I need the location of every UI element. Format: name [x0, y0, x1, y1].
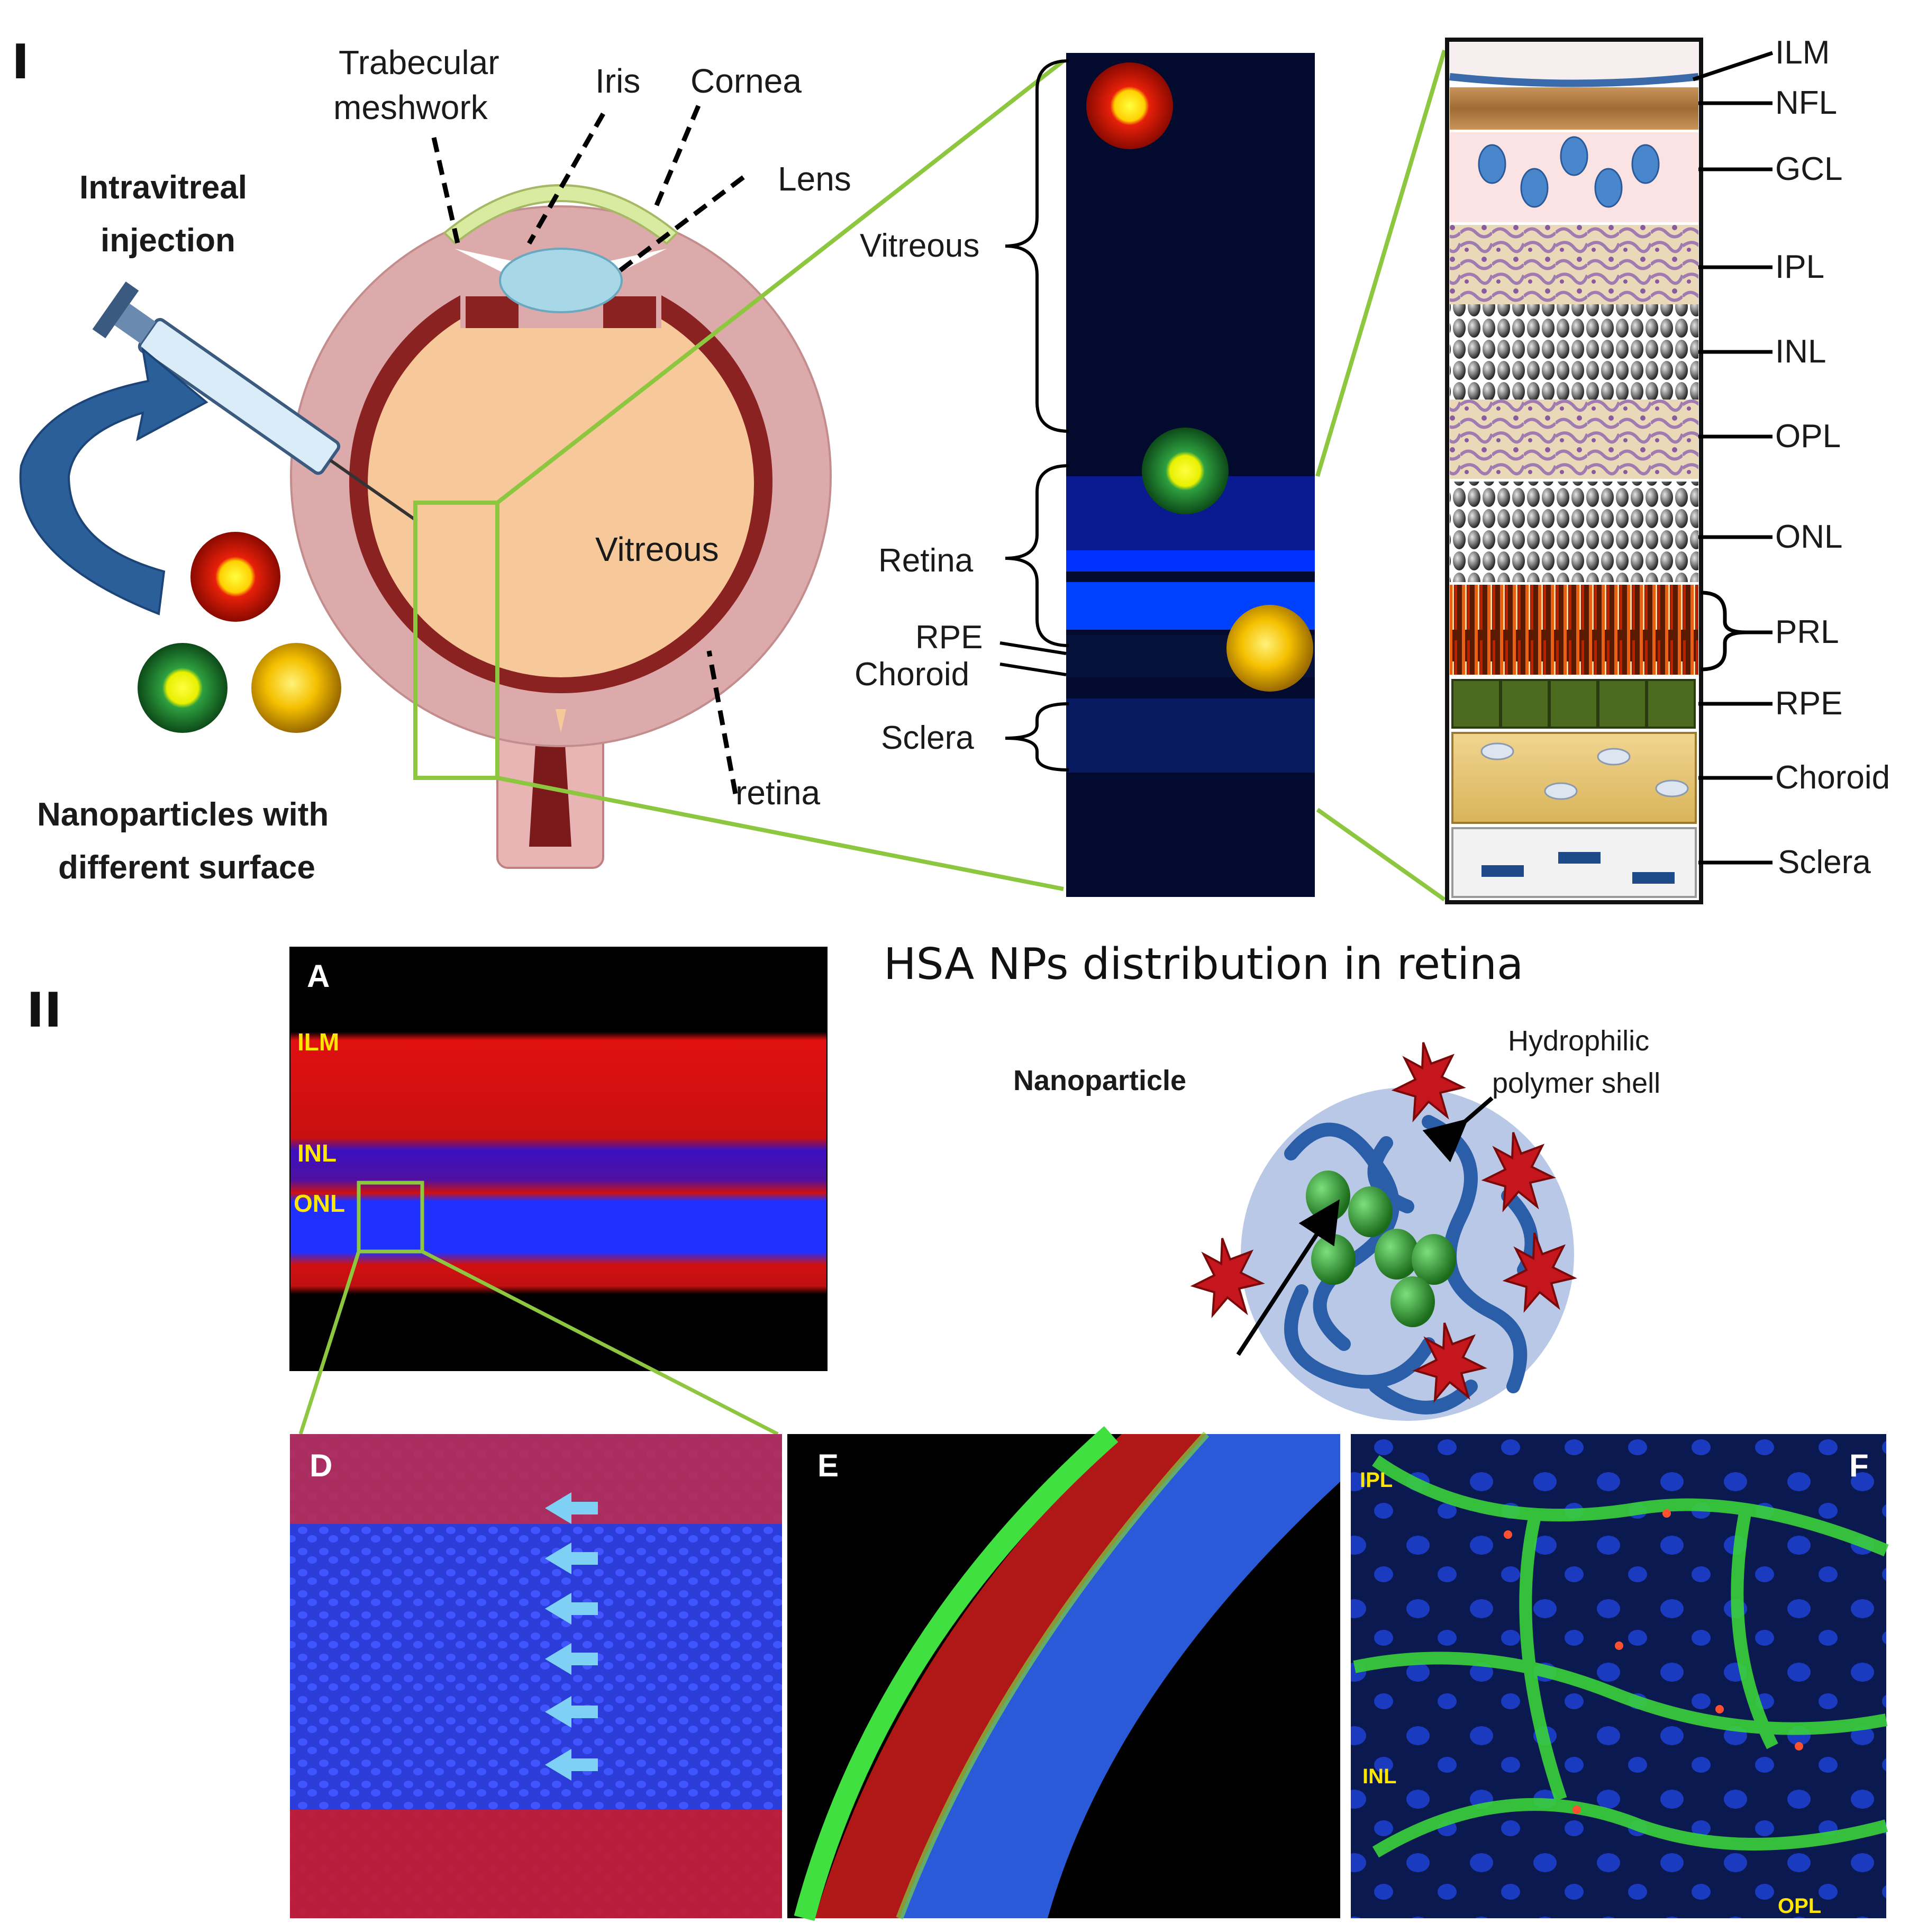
layer-label: GCL [1775, 151, 1842, 187]
syringe-icon [92, 281, 418, 522]
cornea-shape [443, 184, 679, 245]
micrograph-a-inl: INL [297, 1139, 337, 1167]
micrograph-a-letter: A [307, 958, 330, 994]
arrow-markers [545, 1492, 598, 1781]
micrograph-d-letter: D [310, 1448, 332, 1483]
vitreous-body [368, 291, 754, 677]
micrograph-zoom-lines [298, 1249, 779, 1436]
zoom-box [413, 501, 499, 780]
eye-callouts [431, 105, 745, 794]
micrograph-a [289, 947, 828, 1371]
micrograph-a-onl: ONL [294, 1190, 345, 1217]
section-rpe-label: RPE [915, 619, 983, 656]
layer-label: IPL [1775, 249, 1824, 285]
part2-title: HSA NPs distribution in retina [884, 939, 1523, 990]
zoom-lines [496, 49, 1447, 902]
layer-ticks [1692, 51, 1774, 865]
iris-label: Iris [595, 62, 640, 100]
layer-label: RPE [1775, 685, 1842, 722]
nanoparticle-schematic [1190, 1042, 1577, 1421]
section-choroid-label: Choroid [855, 656, 969, 693]
layer-label: NFL [1775, 85, 1837, 121]
vitreous-eye-label: Vitreous [595, 530, 719, 568]
layer-label: ILM [1775, 34, 1830, 71]
micrograph-e-letter: E [817, 1448, 839, 1483]
panel-label-ii: II [26, 983, 62, 1038]
micrograph-a-zoom-box [357, 1181, 424, 1254]
layer-label: Sclera [1778, 844, 1871, 881]
section-yellow-np-icon [1226, 605, 1313, 692]
lens-label: Lens [778, 160, 851, 198]
section-sclera-label: Sclera [881, 720, 974, 756]
layer-label: Choroid [1775, 759, 1890, 796]
section-green-np-icon [1142, 428, 1229, 514]
nanoparticle-label: Nanoparticle [1013, 1065, 1186, 1096]
section-vitreous-label: Vitreous [860, 228, 979, 264]
retina-section-image [1066, 53, 1315, 897]
curved-arrow-icon [19, 347, 208, 615]
section-red-np-icon [1086, 62, 1173, 149]
layer-label: PRL [1775, 614, 1839, 650]
nanoparticle-red-icon [190, 532, 280, 622]
layer-label: INL [1775, 333, 1826, 370]
micrograph-d [290, 1434, 782, 1918]
micrograph-e [787, 1426, 1340, 1921]
nanoparticle-green-icon [138, 643, 228, 733]
section-braces [999, 59, 1069, 772]
micrograph-f [1351, 1434, 1889, 1918]
layer-label: ONL [1775, 519, 1842, 555]
lens-shape [499, 248, 623, 313]
intravitreal-label: Intravitreal [79, 169, 247, 206]
layer-label: OPL [1775, 418, 1841, 455]
shell-label-2: polymer shell [1492, 1067, 1660, 1099]
nanoparticles-label-2: different surface [58, 849, 315, 886]
micrograph-f-opl: OPL [1778, 1894, 1821, 1918]
panel-label-i: I [12, 34, 30, 90]
injection-label: injection [101, 222, 235, 259]
micrograph-f-inl: INL [1362, 1765, 1396, 1788]
micrograph-a-ilm: ILM [297, 1028, 339, 1056]
layer-labels: ILM NFL GCL IPL INL OPL ONL PRL RPE Chor… [1775, 34, 1890, 881]
retina-eye-label: retina [735, 774, 821, 812]
eye-diagram [290, 184, 832, 869]
shell-label-1: Hydrophilic [1508, 1025, 1649, 1057]
nanoparticle-yellow-icon [251, 643, 341, 733]
micrograph-f-letter: F [1849, 1448, 1869, 1483]
section-retina-label: Retina [878, 542, 974, 579]
trabecular-label: Trabecular [339, 43, 499, 81]
cornea-label: Cornea [690, 62, 802, 100]
meshwork-label: meshwork [333, 88, 488, 126]
nanoparticles-label-1: Nanoparticles with [37, 796, 329, 833]
micrograph-f-ipl: IPL [1360, 1468, 1393, 1492]
retina-layers-diagram [1445, 38, 1703, 904]
